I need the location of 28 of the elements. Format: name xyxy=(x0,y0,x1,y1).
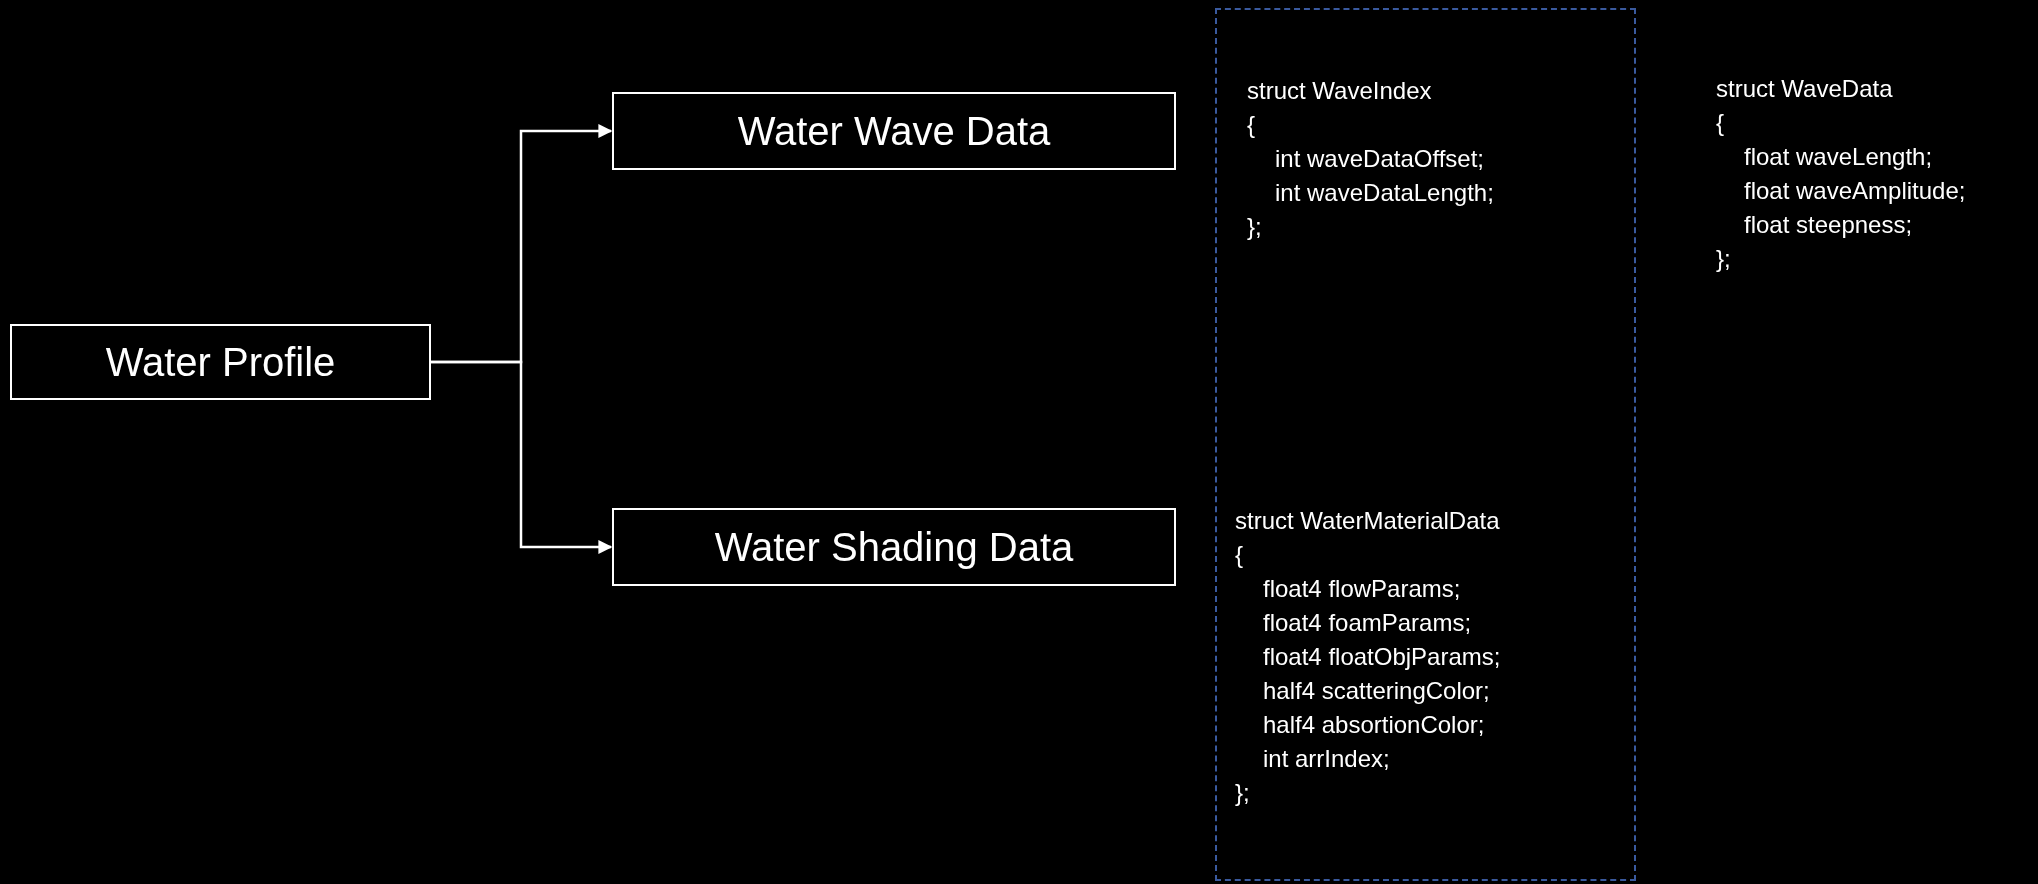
code-line: struct WaterMaterialData xyxy=(1235,506,1501,536)
code-line: float4 foamParams; xyxy=(1262,608,1473,638)
code-line: { xyxy=(1247,110,1256,140)
code-line: struct WaveIndex xyxy=(1247,76,1433,106)
code-line: int waveDataLength; xyxy=(1274,178,1495,208)
code-line: }; xyxy=(1716,244,1732,274)
process-box xyxy=(612,92,1176,170)
connector-arrow xyxy=(431,360,613,554)
dashed-frame xyxy=(1215,8,1636,881)
process-box xyxy=(612,508,1176,586)
box-label: Water Wave Data xyxy=(737,108,1051,154)
code-line: }; xyxy=(1247,212,1263,242)
code-line: int waveDataOffset; xyxy=(1274,144,1485,174)
code-line: }; xyxy=(1235,778,1251,808)
code-line: float waveAmplitude; xyxy=(1743,176,1967,206)
code-line: half4 absortionColor; xyxy=(1262,710,1486,740)
box-label: Water Profile xyxy=(105,339,336,385)
code-line: float4 flowParams; xyxy=(1262,574,1462,604)
code-line: { xyxy=(1235,540,1244,570)
code-line: { xyxy=(1716,108,1725,138)
code-line: int arrIndex; xyxy=(1262,744,1391,774)
box-label: Water Shading Data xyxy=(714,524,1074,570)
process-box xyxy=(10,324,431,400)
code-line: half4 scatteringColor; xyxy=(1262,676,1491,706)
code-line: float steepness; xyxy=(1743,210,1914,240)
code-line: struct WaveData xyxy=(1716,74,1894,104)
code-line: float4 floatObjParams; xyxy=(1262,642,1502,672)
code-line: float waveLength; xyxy=(1743,142,1934,172)
